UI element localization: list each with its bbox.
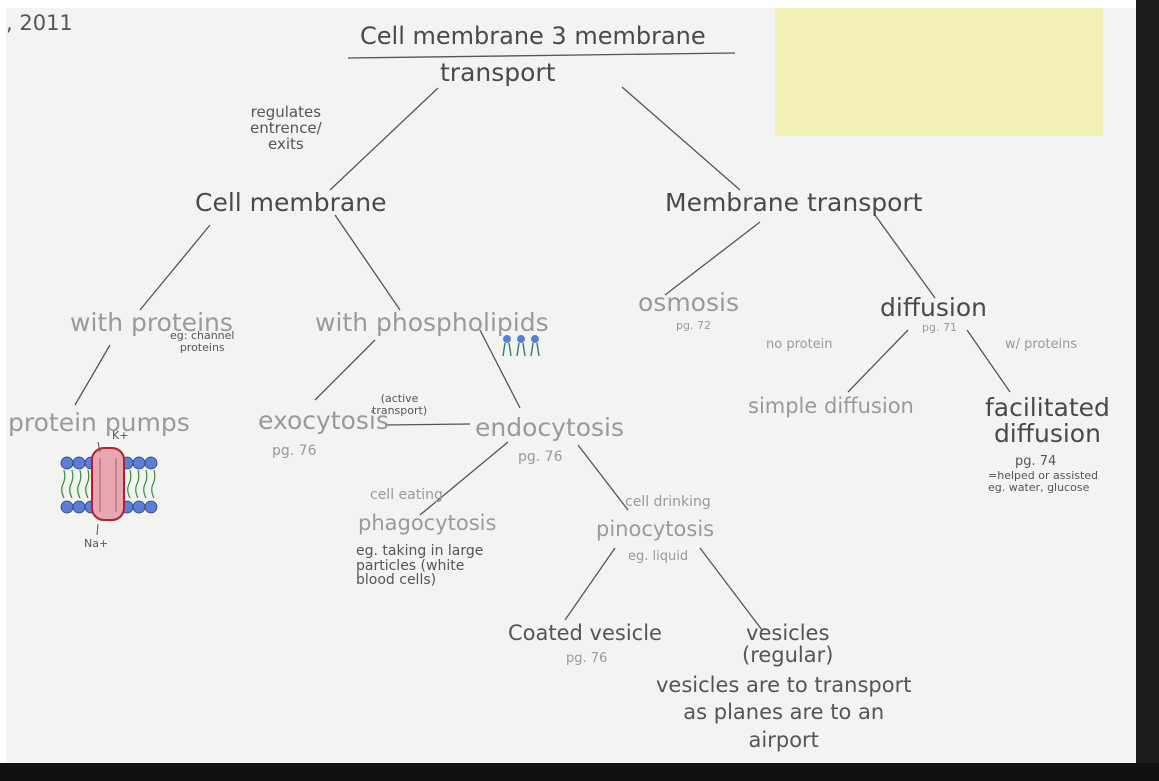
dark-background-edge [1136,0,1159,781]
endocytosis-page: pg. 76 [518,449,563,465]
line-diffusion-to-simple [847,329,909,393]
osmosis-page: pg. 72 [676,319,711,332]
title-underline [347,52,736,59]
vesicle-analogy-note: vesicles are to transport as planes are … [656,673,912,752]
root-node: transport [440,58,556,87]
cell-drinking-note: cell drinking [625,494,711,510]
phagocytosis-note: eg. taking in large particles (white blo… [356,543,484,589]
node-simple-diffusion: simple diffusion [748,394,914,418]
line-exo-to-endo [384,423,471,426]
dark-background-bottom [0,763,1159,781]
line-cell-membrane-to-proteins [139,224,211,311]
line-endocytosis-to-phagocytosis [419,441,509,516]
node-osmosis: osmosis [638,288,739,317]
node-facilitated-diffusion: facilitated diffusion [985,393,1110,449]
channel-note: eg: channel proteins [170,329,235,354]
line-pinocytosis-to-vesicles [699,547,763,631]
sticky-note [775,8,1103,136]
line-transport-to-cell-membrane [329,87,439,191]
node-protein-pumps: protein pumps [8,408,190,437]
line-transport-to-membrane-transport [621,86,741,191]
node-with-phospholipids: with phospholipids [315,308,549,337]
line-proteins-to-pumps [74,344,111,406]
line-membrane-transport-to-diffusion [874,214,936,299]
coated-vesicle-page: pg. 76 [566,651,608,666]
with-proteins-note: w/ proteins [1005,337,1078,352]
branch-note: regulates entrence/ exits [250,103,322,153]
node-diffusion: diffusion [880,293,987,322]
active-transport-note: (active transport) [372,392,428,417]
facilitated-page: pg. 74 [1015,454,1057,469]
pinocytosis-note: eg. liquid [628,549,689,564]
exocytosis-page: pg. 76 [272,443,317,459]
no-protein-note: no protein [766,337,833,352]
line-phospholipids-to-endocytosis [479,329,521,409]
diffusion-page: pg. 71 [922,321,957,334]
node-with-proteins: with proteins [70,308,233,337]
line-phospholipids-to-exocytosis [314,339,376,401]
diagram-title: Cell membrane 3 membrane [360,22,706,50]
node-coated-vesicle: Coated vesicle [508,621,662,645]
node-vesicles: vesicles (regular) [742,621,834,668]
node-phagocytosis: phagocytosis [358,511,497,535]
line-membrane-transport-to-osmosis [664,221,761,296]
line-diffusion-to-facilitated [966,329,1011,393]
na-ion-label: Na+ [84,537,109,550]
node-exocytosis: exocytosis [258,406,389,435]
date-label: , 2011 [6,11,73,35]
facilitated-note: =helped or assisted eg. water, glucose [988,469,1099,494]
k-ion-label: K+ [112,429,129,442]
protein-pump-drawing [60,441,158,536]
line-cell-membrane-to-phospholipids [334,214,401,311]
node-pinocytosis: pinocytosis [596,517,715,541]
node-cell-membrane: Cell membrane [195,188,387,217]
node-membrane-transport: Membrane transport [665,188,923,217]
cell-eating-note: cell eating [370,487,443,503]
line-endocytosis-to-pinocytosis [577,444,629,511]
node-endocytosis: endocytosis [475,413,625,442]
line-pinocytosis-to-coated [564,547,616,621]
phospholipid-doodle [502,335,540,357]
